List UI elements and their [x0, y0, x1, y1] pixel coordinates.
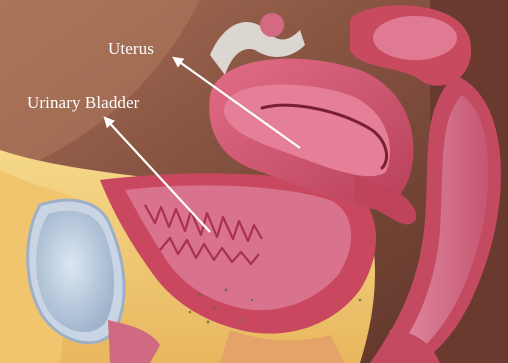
fimbriae: [260, 13, 284, 37]
colon-lumen: [373, 16, 457, 60]
uterus-label: Uterus: [108, 40, 154, 57]
urinary-bladder-label: Urinary Bladder: [27, 94, 139, 111]
